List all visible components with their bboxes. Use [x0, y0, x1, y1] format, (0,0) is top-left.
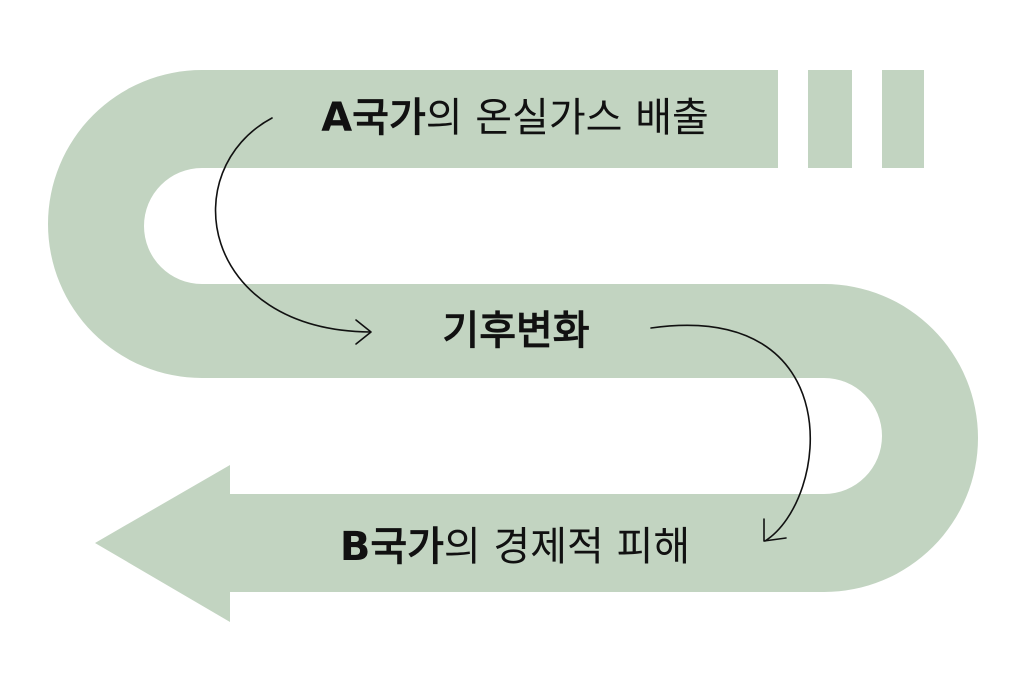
band-stripe-2 [882, 70, 924, 168]
bottom-label-rest: 의 경제적 피해 [444, 524, 690, 570]
bottom-label: B국가의 경제적 피해 [340, 524, 690, 570]
middle-label: 기후변화 [442, 308, 589, 354]
arrow-curve-2 [650, 324, 812, 542]
arrow-head-2 [763, 518, 787, 542]
band-stripe-1 [808, 70, 852, 168]
top-label-country: A국가 [321, 95, 426, 141]
arrow-climate-to-damage [650, 324, 812, 542]
top-label-rest: 의 온실가스 배출 [426, 95, 709, 141]
top-label: A국가의 온실가스 배출 [321, 95, 709, 141]
s-band [48, 70, 978, 622]
arrow-curve-1 [214, 117, 371, 333]
arrow-emission-to-climate [214, 117, 372, 345]
s-band-path [48, 70, 978, 622]
bottom-label-country: B국가 [340, 524, 444, 570]
arrow-head-1 [355, 319, 372, 345]
